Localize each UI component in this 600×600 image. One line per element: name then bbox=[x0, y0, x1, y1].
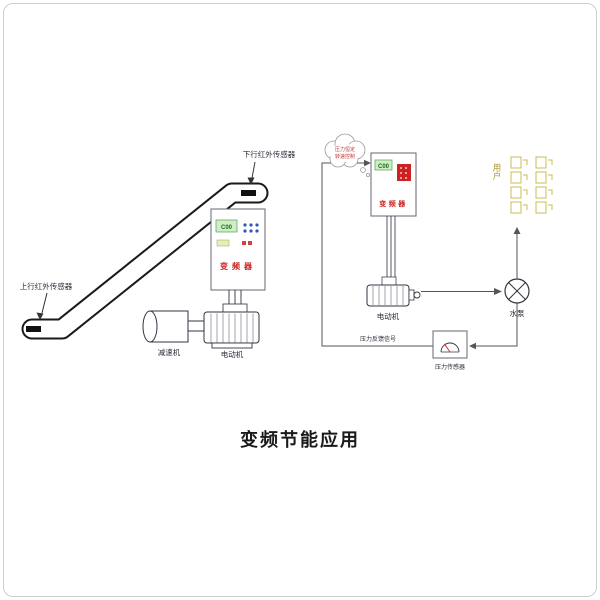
sensor-housing bbox=[432, 330, 468, 359]
inverter-motor-cables bbox=[386, 216, 396, 277]
pump-motor-label: 电动机 bbox=[377, 311, 400, 321]
inverter-name-label: 变频器 bbox=[379, 199, 408, 208]
motor-fins bbox=[210, 313, 254, 343]
motor-coupling bbox=[413, 291, 421, 299]
cloud-tail-bubble bbox=[360, 167, 366, 173]
thought-cloud: 压力恒定 转速控制 bbox=[324, 133, 370, 177]
user-tap-icon bbox=[535, 171, 553, 184]
inverter-led bbox=[242, 241, 246, 245]
sensor-arrowhead-icon bbox=[469, 342, 476, 350]
pump-label: 水泵 bbox=[510, 308, 525, 318]
inverter-display bbox=[215, 219, 238, 233]
inverter-motor-cables bbox=[228, 290, 242, 304]
gauge-dial-icon bbox=[440, 342, 460, 353]
bottom-sensor-arrowhead-icon bbox=[36, 312, 44, 320]
up-arrowhead-icon bbox=[513, 227, 521, 234]
inverter-name-label: 变频器 bbox=[220, 261, 256, 271]
escalator-inverter: C00 变频器 bbox=[210, 208, 266, 314]
water-pump: 水泵 bbox=[504, 227, 530, 318]
pump-motor: 电动机 bbox=[366, 284, 421, 321]
users-group: 用户 bbox=[492, 156, 553, 214]
motor-shaft bbox=[408, 289, 415, 301]
feedback-arrowhead-icon bbox=[364, 159, 371, 167]
inverter-keypad bbox=[397, 164, 411, 181]
inverter-keypad-dots bbox=[400, 167, 407, 179]
sensor-annotations: 下行红外传感器 上行红外传感器 bbox=[20, 149, 296, 320]
top-sensor-pointer-line bbox=[251, 161, 256, 179]
user-tap-icon bbox=[535, 186, 553, 199]
feedback-signal-label: 压力反馈信号 bbox=[360, 335, 396, 343]
pressure-sensor: 压力传感器 bbox=[432, 330, 468, 371]
flow-arrowhead-icon bbox=[494, 288, 502, 295]
escalator-band bbox=[21, 182, 269, 340]
gauge-needle bbox=[444, 343, 451, 353]
bottom-infrared-sensor bbox=[26, 326, 41, 332]
motor-base bbox=[211, 342, 253, 349]
inverter-indicator bbox=[216, 239, 230, 247]
motor-to-pump-link bbox=[421, 288, 502, 295]
cloud-tail-bubble bbox=[365, 172, 370, 177]
top-sensor-label: 下行红外传感器 bbox=[243, 149, 296, 159]
pipe-to-sensor-line bbox=[476, 303, 518, 347]
reducer: 减速机 bbox=[142, 310, 205, 357]
cloud-text-line1: 压力恒定 bbox=[335, 146, 355, 153]
cloud-text-line2: 转速控制 bbox=[335, 153, 355, 160]
user-tap-icon bbox=[535, 156, 553, 169]
bottom-sensor-pointer-line bbox=[41, 292, 48, 314]
inverter-display-value: C00 bbox=[221, 225, 233, 231]
motor-terminal-box bbox=[381, 276, 397, 286]
inverter-buttons bbox=[243, 223, 259, 233]
page-title: 变频节能应用 bbox=[240, 430, 360, 450]
top-infrared-sensor bbox=[241, 190, 256, 196]
pump-inverter: C00 变频器 bbox=[370, 152, 417, 286]
inverter-led bbox=[248, 241, 252, 245]
user-tap-icon bbox=[510, 171, 528, 184]
user-tap-icon bbox=[510, 201, 528, 214]
feedback-loop: 压力反馈信号 bbox=[321, 159, 518, 350]
user-tap-icon bbox=[510, 156, 528, 169]
escalator-motor: 电动机 bbox=[203, 311, 260, 359]
inverter-display-value: C00 bbox=[378, 164, 390, 170]
pressure-sensor-label: 压力传感器 bbox=[435, 363, 465, 371]
reducer-shaft bbox=[187, 320, 205, 332]
users-label: 用户 bbox=[492, 163, 502, 181]
user-tap-icon bbox=[535, 201, 553, 214]
users-tap-grid bbox=[510, 156, 553, 214]
inverter-display bbox=[374, 159, 393, 171]
reducer-label: 减速机 bbox=[158, 347, 181, 357]
motor-fins bbox=[372, 286, 404, 305]
bottom-sensor-label: 上行红外传感器 bbox=[20, 281, 73, 291]
user-tap-icon bbox=[510, 186, 528, 199]
escalator-motor-label: 电动机 bbox=[221, 349, 244, 359]
top-sensor-arrowhead-icon bbox=[247, 177, 255, 185]
